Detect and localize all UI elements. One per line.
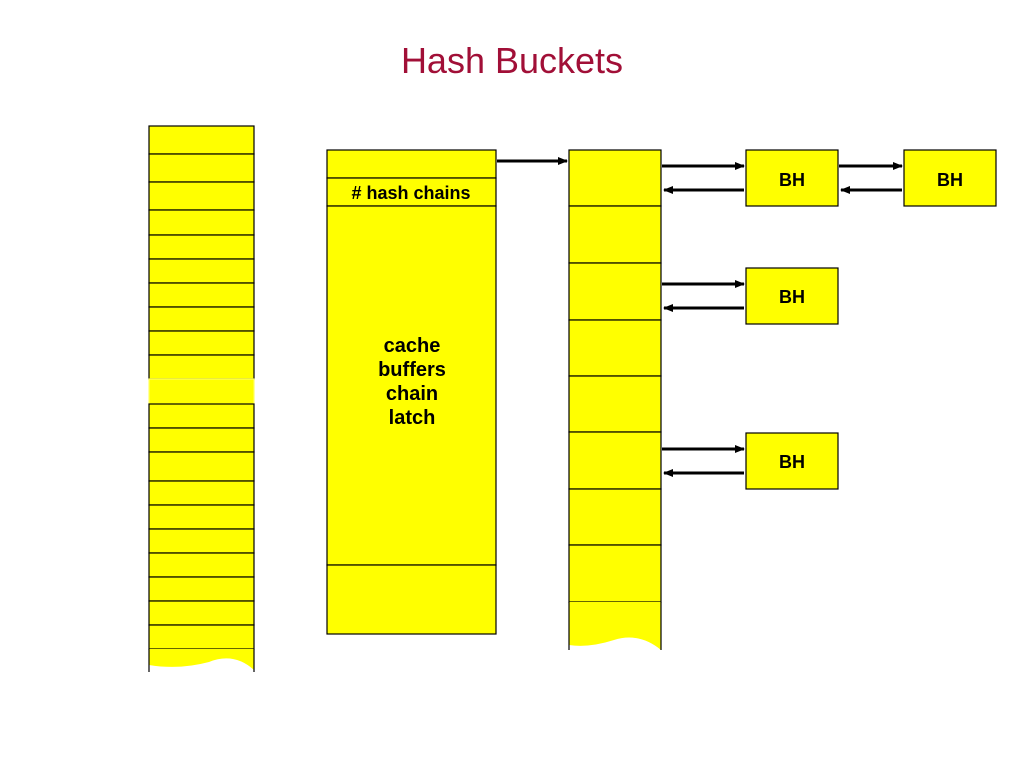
- latch-block: # hash chains cache buffers chain latch: [326, 149, 497, 635]
- latch-body-label-2: buffers: [378, 359, 446, 381]
- bh-box-2: BH: [903, 149, 997, 207]
- memory-slot: [148, 403, 255, 429]
- bucket-slot: [568, 319, 662, 377]
- latch-body-cell: [326, 205, 497, 566]
- memory-slot: [148, 451, 255, 482]
- memory-slot: [148, 576, 255, 602]
- bh-label: BH: [779, 170, 805, 190]
- memory-slot: [148, 504, 255, 530]
- latch-body-label-1: cache: [384, 335, 441, 357]
- memory-slot: [148, 153, 255, 183]
- memory-slot: [148, 378, 255, 405]
- memory-slot-column: [148, 125, 255, 672]
- memory-slot: [148, 125, 255, 155]
- memory-slot: [148, 354, 255, 380]
- latch-block-bottom-cell: [326, 564, 497, 635]
- bucket-slot: [568, 375, 662, 433]
- bucket-column-torn-edge: [569, 602, 661, 650]
- memory-slot: [148, 282, 255, 308]
- memory-slot: [148, 528, 255, 554]
- bucket-slot: [568, 149, 662, 207]
- bucket-slot: [568, 544, 662, 603]
- memory-slot: [148, 600, 255, 626]
- bucket-bh-links: [662, 162, 903, 477]
- bh-label: BH: [779, 287, 805, 307]
- memory-slot: [148, 624, 255, 650]
- memory-slot: [148, 330, 255, 356]
- bucket-slot: [568, 262, 662, 321]
- memory-slot: [148, 427, 255, 453]
- bucket-array-column: [568, 149, 662, 650]
- memory-slot: [148, 480, 255, 506]
- bh-box-1: BH: [745, 149, 839, 207]
- bh-label: BH: [779, 452, 805, 472]
- slide-title: Hash Buckets: [400, 40, 624, 81]
- latch-body-label-3: chain: [386, 383, 438, 405]
- memory-slot: [148, 552, 255, 578]
- memory-slot: [148, 234, 255, 260]
- latch-block-top-cell: [326, 149, 497, 179]
- bucket-column-edge-lines: [568, 602, 662, 650]
- bucket-slot: [568, 431, 662, 490]
- hash-chains-header-cell: [326, 177, 497, 207]
- memory-slot: [148, 181, 255, 211]
- latch-body-label-4: latch: [389, 407, 436, 429]
- bucket-slot: [568, 488, 662, 546]
- bh-box-3: BH: [745, 267, 839, 325]
- memory-slot: [148, 306, 255, 332]
- bucket-slot: [568, 205, 662, 264]
- bh-box-4: BH: [745, 432, 839, 490]
- memory-column-edge-lines: [148, 649, 255, 672]
- memory-slot: [148, 258, 255, 284]
- bh-label: BH: [937, 170, 963, 190]
- hash-chains-label: # hash chains: [351, 183, 470, 203]
- memory-slot: [148, 209, 255, 236]
- memory-column-torn-edge: [149, 649, 254, 670]
